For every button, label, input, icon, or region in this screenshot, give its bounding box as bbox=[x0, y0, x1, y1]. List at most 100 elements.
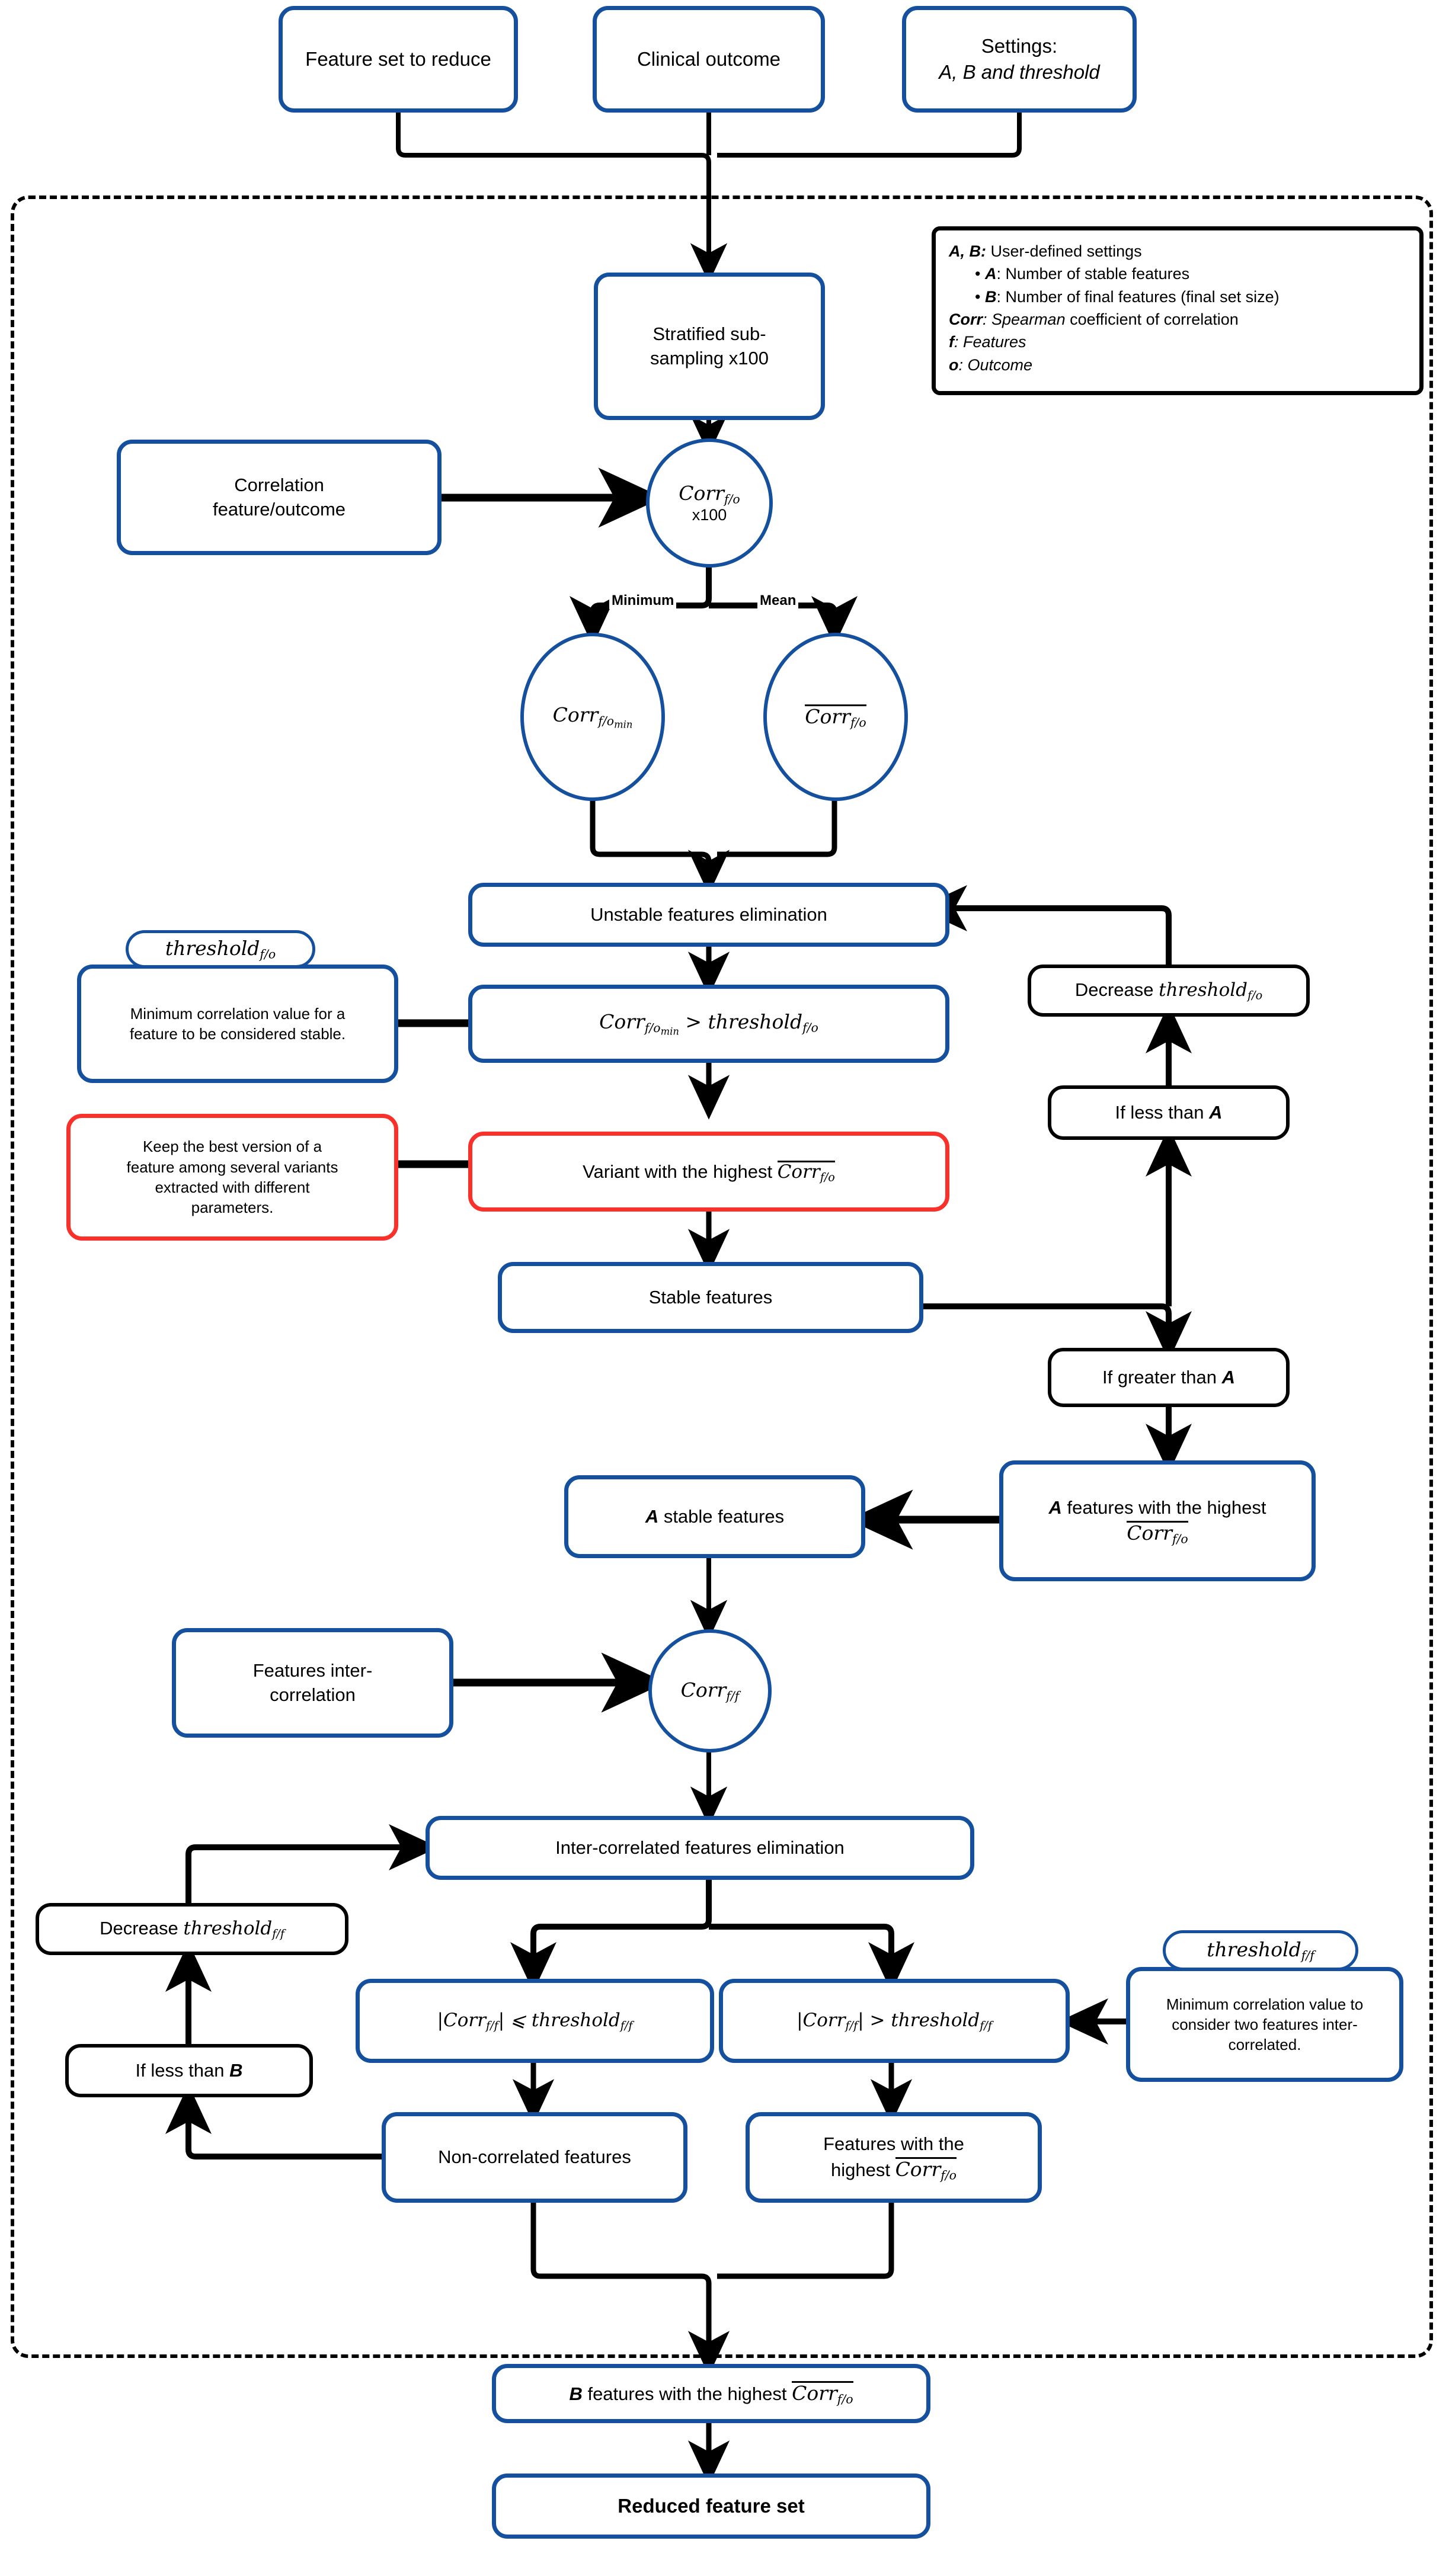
legend-f-rest: : Features bbox=[954, 333, 1026, 351]
node-label: Stable features bbox=[648, 1286, 773, 1308]
node-clinical-outcome[interactable]: Clinical outcome bbox=[593, 6, 825, 113]
node-corr-fo-min[interactable]: Corrf/omin bbox=[520, 633, 665, 801]
node-feature-set-to-reduce[interactable]: Feature set to reduce bbox=[279, 6, 518, 113]
variant-note-line-2: feature among several variants bbox=[126, 1158, 338, 1176]
legend-b-rest: : Number of final features (final set si… bbox=[996, 287, 1280, 306]
corr-fo-line-1: Correlation bbox=[234, 474, 324, 495]
node-decrease-threshold-ff[interactable]: Decrease thresholdf/f bbox=[36, 1903, 348, 1955]
node-condition-corr-min-gt-threshold[interactable]: Corrf/omin > thresholdf/o bbox=[468, 985, 949, 1063]
node-variant-with-highest-corr[interactable]: Variant with the highest Corrf/o bbox=[468, 1132, 949, 1212]
node-non-correlated-features[interactable]: Non-correlated features bbox=[382, 2112, 687, 2203]
note-threshold-ff-description[interactable]: Minimum correlation value to consider tw… bbox=[1126, 1967, 1403, 2082]
node-settings[interactable]: Settings: A, B and threshold bbox=[902, 6, 1137, 113]
features-highest-line-1: Features with the bbox=[823, 2133, 964, 2155]
node-features-inter-correlation[interactable]: Features inter- correlation bbox=[172, 1628, 453, 1738]
note-threshold-fo-description[interactable]: Minimum correlation value for a feature … bbox=[77, 965, 398, 1083]
legend-a-bold: A bbox=[984, 265, 997, 283]
node-correlation-feature-outcome[interactable]: Correlation feature/outcome bbox=[117, 440, 442, 555]
settings-line-1: Settings: bbox=[981, 35, 1058, 57]
node-inter-correlated-features-elimination[interactable]: Inter-correlated features elimination bbox=[426, 1816, 974, 1880]
features-intercorr-line-2: correlation bbox=[270, 1684, 356, 1705]
subsampling-line-1: Stratified sub- bbox=[652, 323, 766, 344]
node-if-less-than-b[interactable]: If less than B bbox=[65, 2044, 313, 2097]
legend-corr-it: : Spearman bbox=[983, 310, 1066, 328]
node-label: Unstable features elimination bbox=[590, 903, 827, 925]
legend-f-bold: f bbox=[949, 333, 954, 351]
threshold-ff-desc-line-3: correlated. bbox=[1228, 2036, 1301, 2054]
variant-note-line-3: extracted with different bbox=[155, 1178, 310, 1196]
legend-line-f: f: Features bbox=[949, 331, 1408, 353]
legend-o-rest: : Outcome bbox=[958, 355, 1033, 374]
node-label: Reduced feature set bbox=[618, 2495, 805, 2517]
tag-threshold-ff[interactable]: thresholdf/f bbox=[1163, 1930, 1358, 1971]
corr-fo-x100-label: x100 bbox=[692, 506, 727, 524]
threshold-fo-desc-line-2: feature to be considered stable. bbox=[129, 1025, 346, 1043]
a-features-line-1: A features with the highest bbox=[1048, 1497, 1266, 1518]
threshold-ff-desc-line-1: Minimum correlation value to bbox=[1166, 1995, 1364, 2013]
node-corr-fo-mean[interactable]: Corrf/o bbox=[763, 633, 908, 801]
corr-fo-symbol: Corrf/o bbox=[679, 481, 740, 507]
variant-highest-label: Variant with the highest Corrf/o bbox=[583, 1160, 835, 1184]
features-intercorr-line-1: Features inter- bbox=[252, 1659, 373, 1681]
a-features-corr-symbol: Corrf/o bbox=[1127, 1520, 1188, 1546]
legend-bullet-b: • B: Number of final features (final set… bbox=[975, 287, 1280, 306]
node-stable-features[interactable]: Stable features bbox=[498, 1262, 923, 1333]
corr-ff-symbol: Corrf/f bbox=[680, 1678, 740, 1703]
node-a-features-with-highest-corr[interactable]: A features with the highest Corrf/o bbox=[999, 1460, 1316, 1581]
node-b-features-with-highest-corr[interactable]: B features with the highest Corrf/o bbox=[492, 2364, 930, 2423]
node-label: Clinical outcome bbox=[636, 48, 781, 71]
node-condition-abs-corr-gt-threshold[interactable]: |Corrf/f| > thresholdf/f bbox=[719, 1979, 1070, 2063]
settings-line-2: A, B and threshold bbox=[939, 61, 1100, 83]
node-condition-abs-corr-le-threshold[interactable]: |Corrf/f| ⩽ thresholdf/f bbox=[356, 1979, 714, 2063]
legend-a-rest: : Number of stable features bbox=[996, 265, 1190, 283]
condition-expression: Corrf/omin > thresholdf/o bbox=[599, 1010, 818, 1037]
node-label: Non-correlated features bbox=[438, 2146, 631, 2168]
note-keep-best-variant[interactable]: Keep the best version of a feature among… bbox=[66, 1114, 398, 1241]
if-less-than-b-label: If less than B bbox=[135, 2060, 243, 2081]
threshold-fo-desc-line-1: Minimum correlation value for a bbox=[130, 1004, 346, 1023]
if-less-than-a-label: If less than A bbox=[1115, 1102, 1223, 1123]
node-stratified-subsampling[interactable]: Stratified sub- sampling x100 bbox=[594, 273, 825, 420]
variant-note-line-4: parameters. bbox=[191, 1199, 274, 1217]
decrease-threshold-ff-label: Decrease thresholdf/f bbox=[100, 1917, 284, 1941]
a-stable-features-label: A stable features bbox=[645, 1505, 785, 1527]
threshold-ff-symbol: thresholdf/f bbox=[1207, 1938, 1314, 1963]
features-highest-line-2: highest Corrf/o bbox=[830, 2157, 957, 2183]
if-greater-than-a-label: If greater than A bbox=[1102, 1367, 1235, 1388]
decrease-threshold-fo-label: Decrease thresholdf/o bbox=[1074, 979, 1263, 1002]
legend-line-ab: A, B: User-defined settings bbox=[949, 240, 1408, 262]
tag-threshold-fo[interactable]: thresholdf/o bbox=[126, 930, 315, 968]
node-if-less-than-a[interactable]: If less than A bbox=[1048, 1085, 1290, 1140]
legend-corr-rest: coefficient of correlation bbox=[1065, 310, 1239, 328]
threshold-ff-desc-line-2: consider two features inter- bbox=[1172, 2015, 1358, 2033]
node-label: Inter-correlated features elimination bbox=[555, 1837, 845, 1858]
corr-fo-min-symbol: Corrf/omin bbox=[552, 703, 633, 730]
b-features-label: B features with the highest Corrf/o bbox=[569, 2381, 853, 2407]
node-decrease-threshold-fo[interactable]: Decrease thresholdf/o bbox=[1028, 965, 1310, 1017]
corr-fo-line-2: feature/outcome bbox=[212, 498, 346, 520]
node-if-greater-than-a[interactable]: If greater than A bbox=[1048, 1348, 1290, 1407]
legend-o-bold: o bbox=[949, 355, 959, 374]
node-unstable-features-elimination[interactable]: Unstable features elimination bbox=[468, 883, 949, 947]
branch-label-minimum: Minimum bbox=[609, 592, 677, 609]
node-corr-fo-x100[interactable]: Corrf/o x100 bbox=[646, 438, 773, 568]
legend-ab-rest: User-defined settings bbox=[986, 242, 1142, 260]
node-a-stable-features[interactable]: A stable features bbox=[564, 1475, 865, 1558]
variant-note-line-1: Keep the best version of a bbox=[142, 1138, 322, 1156]
legend-line-corr: Corr: Spearman coefficient of correlatio… bbox=[949, 308, 1408, 331]
condition-expression: |Corrf/f| > thresholdf/f bbox=[797, 2009, 992, 2033]
legend-bullet-a: • A: Number of stable features bbox=[975, 265, 1190, 283]
legend-corr-bold: Corr bbox=[949, 310, 983, 328]
condition-expression: |Corrf/f| ⩽ thresholdf/f bbox=[437, 2009, 633, 2033]
branch-label-mean: Mean bbox=[757, 592, 799, 609]
legend-b-bold: B bbox=[984, 287, 997, 306]
node-features-with-highest-corr[interactable]: Features with the highest Corrf/o bbox=[746, 2112, 1042, 2203]
threshold-fo-symbol: thresholdf/o bbox=[165, 937, 276, 962]
subsampling-line-2: sampling x100 bbox=[650, 347, 769, 369]
legend-line-o: o: Outcome bbox=[949, 354, 1408, 376]
node-label: Feature set to reduce bbox=[305, 48, 491, 71]
corr-fo-mean-symbol: Corrf/o bbox=[805, 704, 866, 730]
node-corr-ff[interactable]: Corrf/f bbox=[648, 1629, 772, 1752]
node-reduced-feature-set[interactable]: Reduced feature set bbox=[492, 2474, 930, 2539]
